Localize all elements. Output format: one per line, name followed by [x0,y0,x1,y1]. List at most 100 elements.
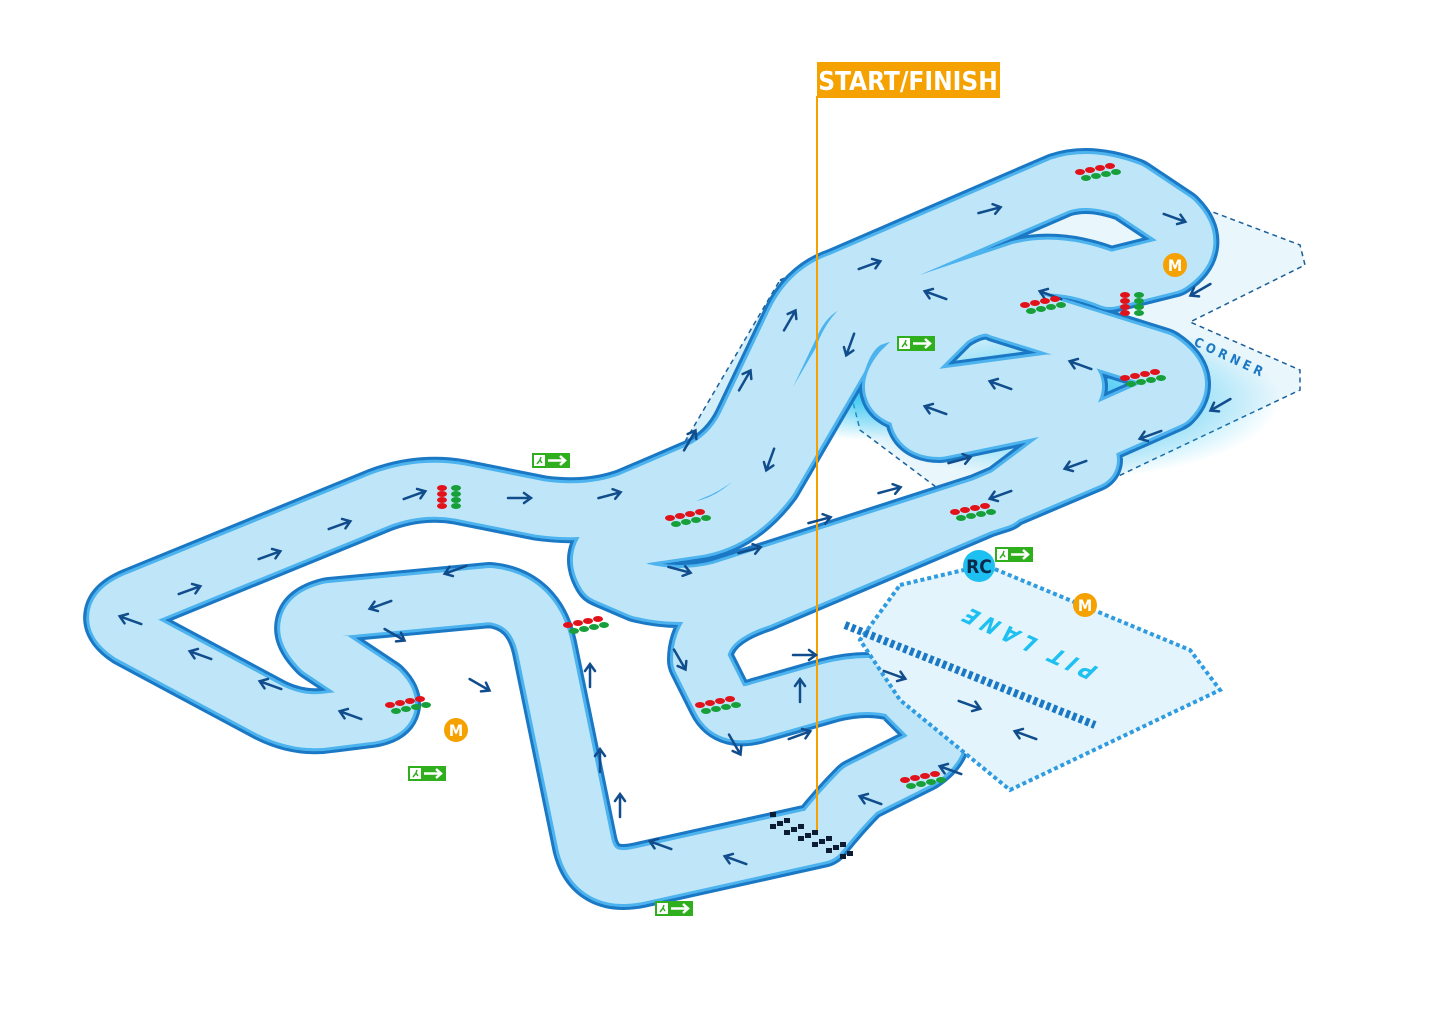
emergency-exit-icon [897,336,935,351]
direction-arrow-icon [257,547,283,561]
direction-arrow-icon [857,792,883,806]
direction-arrow-icon [117,612,143,626]
direction-arrow-icon [1137,429,1163,443]
direction-arrow-icon [722,852,748,866]
direction-arrow-icon [682,428,698,452]
direction-arrow-icon [337,707,363,721]
direction-arrow-icon [468,677,492,693]
direction-arrow-icon [762,447,776,473]
direction-arrow-icon [737,542,763,556]
checker-square [819,839,825,844]
start-lights-icon [1075,163,1121,181]
start-lights-icon [1120,292,1144,316]
checker-square [840,854,846,859]
direction-arrow-icon [583,661,597,689]
pit-wall [843,621,1097,729]
checkered-line [770,812,853,859]
svg-text:M: M [449,721,463,740]
direction-arrow-icon [402,487,428,501]
svg-text:M: M [1168,256,1182,275]
direction-arrow-icon [367,599,393,613]
direction-arrow-icon [647,837,673,851]
checker-square [826,836,832,841]
checker-square [791,827,797,832]
direction-arrow-icon [922,402,948,416]
checker-square [798,824,804,829]
direction-arrow-icon [613,791,627,819]
direction-arrow-icon [882,669,908,683]
direction-arrow-icon [737,368,753,392]
emergency-exit-icon [655,901,693,916]
direction-arrow-icon [1188,282,1212,298]
direction-arrow-icon [977,202,1003,216]
track [83,148,1220,910]
checker-square [847,851,853,856]
svg-text:M: M [1078,596,1092,615]
start-lights-icon [695,696,741,714]
direction-arrow-icon [877,482,903,496]
checker-square [805,833,811,838]
start-lights-icon [563,616,609,634]
emergency-exit-icon [995,547,1033,562]
direction-arrow-icon [257,677,283,691]
checker-square [833,845,839,850]
direction-arrow-icon [506,491,534,505]
marshal-post[interactable]: M [444,718,468,742]
direction-arrow-icon [922,287,948,301]
direction-arrow-icon [667,564,693,578]
direction-arrow-icon [1067,357,1093,371]
start-lights-icon [665,509,711,527]
checker-square [798,836,804,841]
marshal-post[interactable]: M [1073,593,1097,617]
direction-arrow-icon [987,489,1013,503]
race-control[interactable]: RC [963,550,995,582]
direction-arrow-icon [327,517,353,531]
direction-arrow-icon [672,648,688,672]
start-lights-icon [1120,369,1166,387]
checker-square [784,830,790,835]
pit-lane-area [857,562,1224,793]
direction-arrow-icon [593,746,607,774]
start-lights-icon [950,503,996,521]
direction-arrow-icon [807,512,833,526]
direction-arrow-icon [957,699,983,713]
direction-arrow-icon [842,332,856,358]
direction-arrow-icon [947,452,973,466]
start-lights-icon [385,696,431,714]
direction-arrow-icon [1162,212,1188,226]
checker-square [812,830,818,835]
direction-arrow-icon [791,648,819,662]
direction-arrow-icon [937,762,963,776]
direction-arrow-icon [383,627,407,643]
start-finish-label: START/FINISH [818,67,998,97]
checker-square [812,842,818,847]
svg-text:RC: RC [966,556,992,578]
direction-arrow-icon [1208,397,1232,413]
direction-arrow-icon [442,564,468,578]
direction-arrow-icon [177,582,203,596]
marshal-post[interactable]: M [1163,253,1187,277]
direction-arrow-icon [987,377,1013,391]
direction-arrow-icon [857,257,883,271]
direction-arrow-icon [1012,727,1038,741]
start-lights-icon [1020,296,1066,314]
checker-square [777,821,783,826]
start-lights-icon [437,485,461,509]
start-finish-badge [817,62,1000,98]
checker-square [784,818,790,823]
start-lights-icon [900,771,946,789]
checker-square [826,848,832,853]
direction-arrow-icon [787,727,813,741]
direction-arrow-icon [187,647,213,661]
direction-arrow-icon [782,308,798,332]
direction-arrow-icon [793,676,807,704]
track-surface [89,154,1214,904]
checker-square [840,842,846,847]
direction-arrow-icon [727,733,743,757]
emergency-exit-icon [532,453,570,468]
direction-arrow-icon [597,487,623,501]
direction-arrow-icon [1062,459,1088,473]
checker-square [770,824,776,829]
emergency-exit-icon [408,766,446,781]
